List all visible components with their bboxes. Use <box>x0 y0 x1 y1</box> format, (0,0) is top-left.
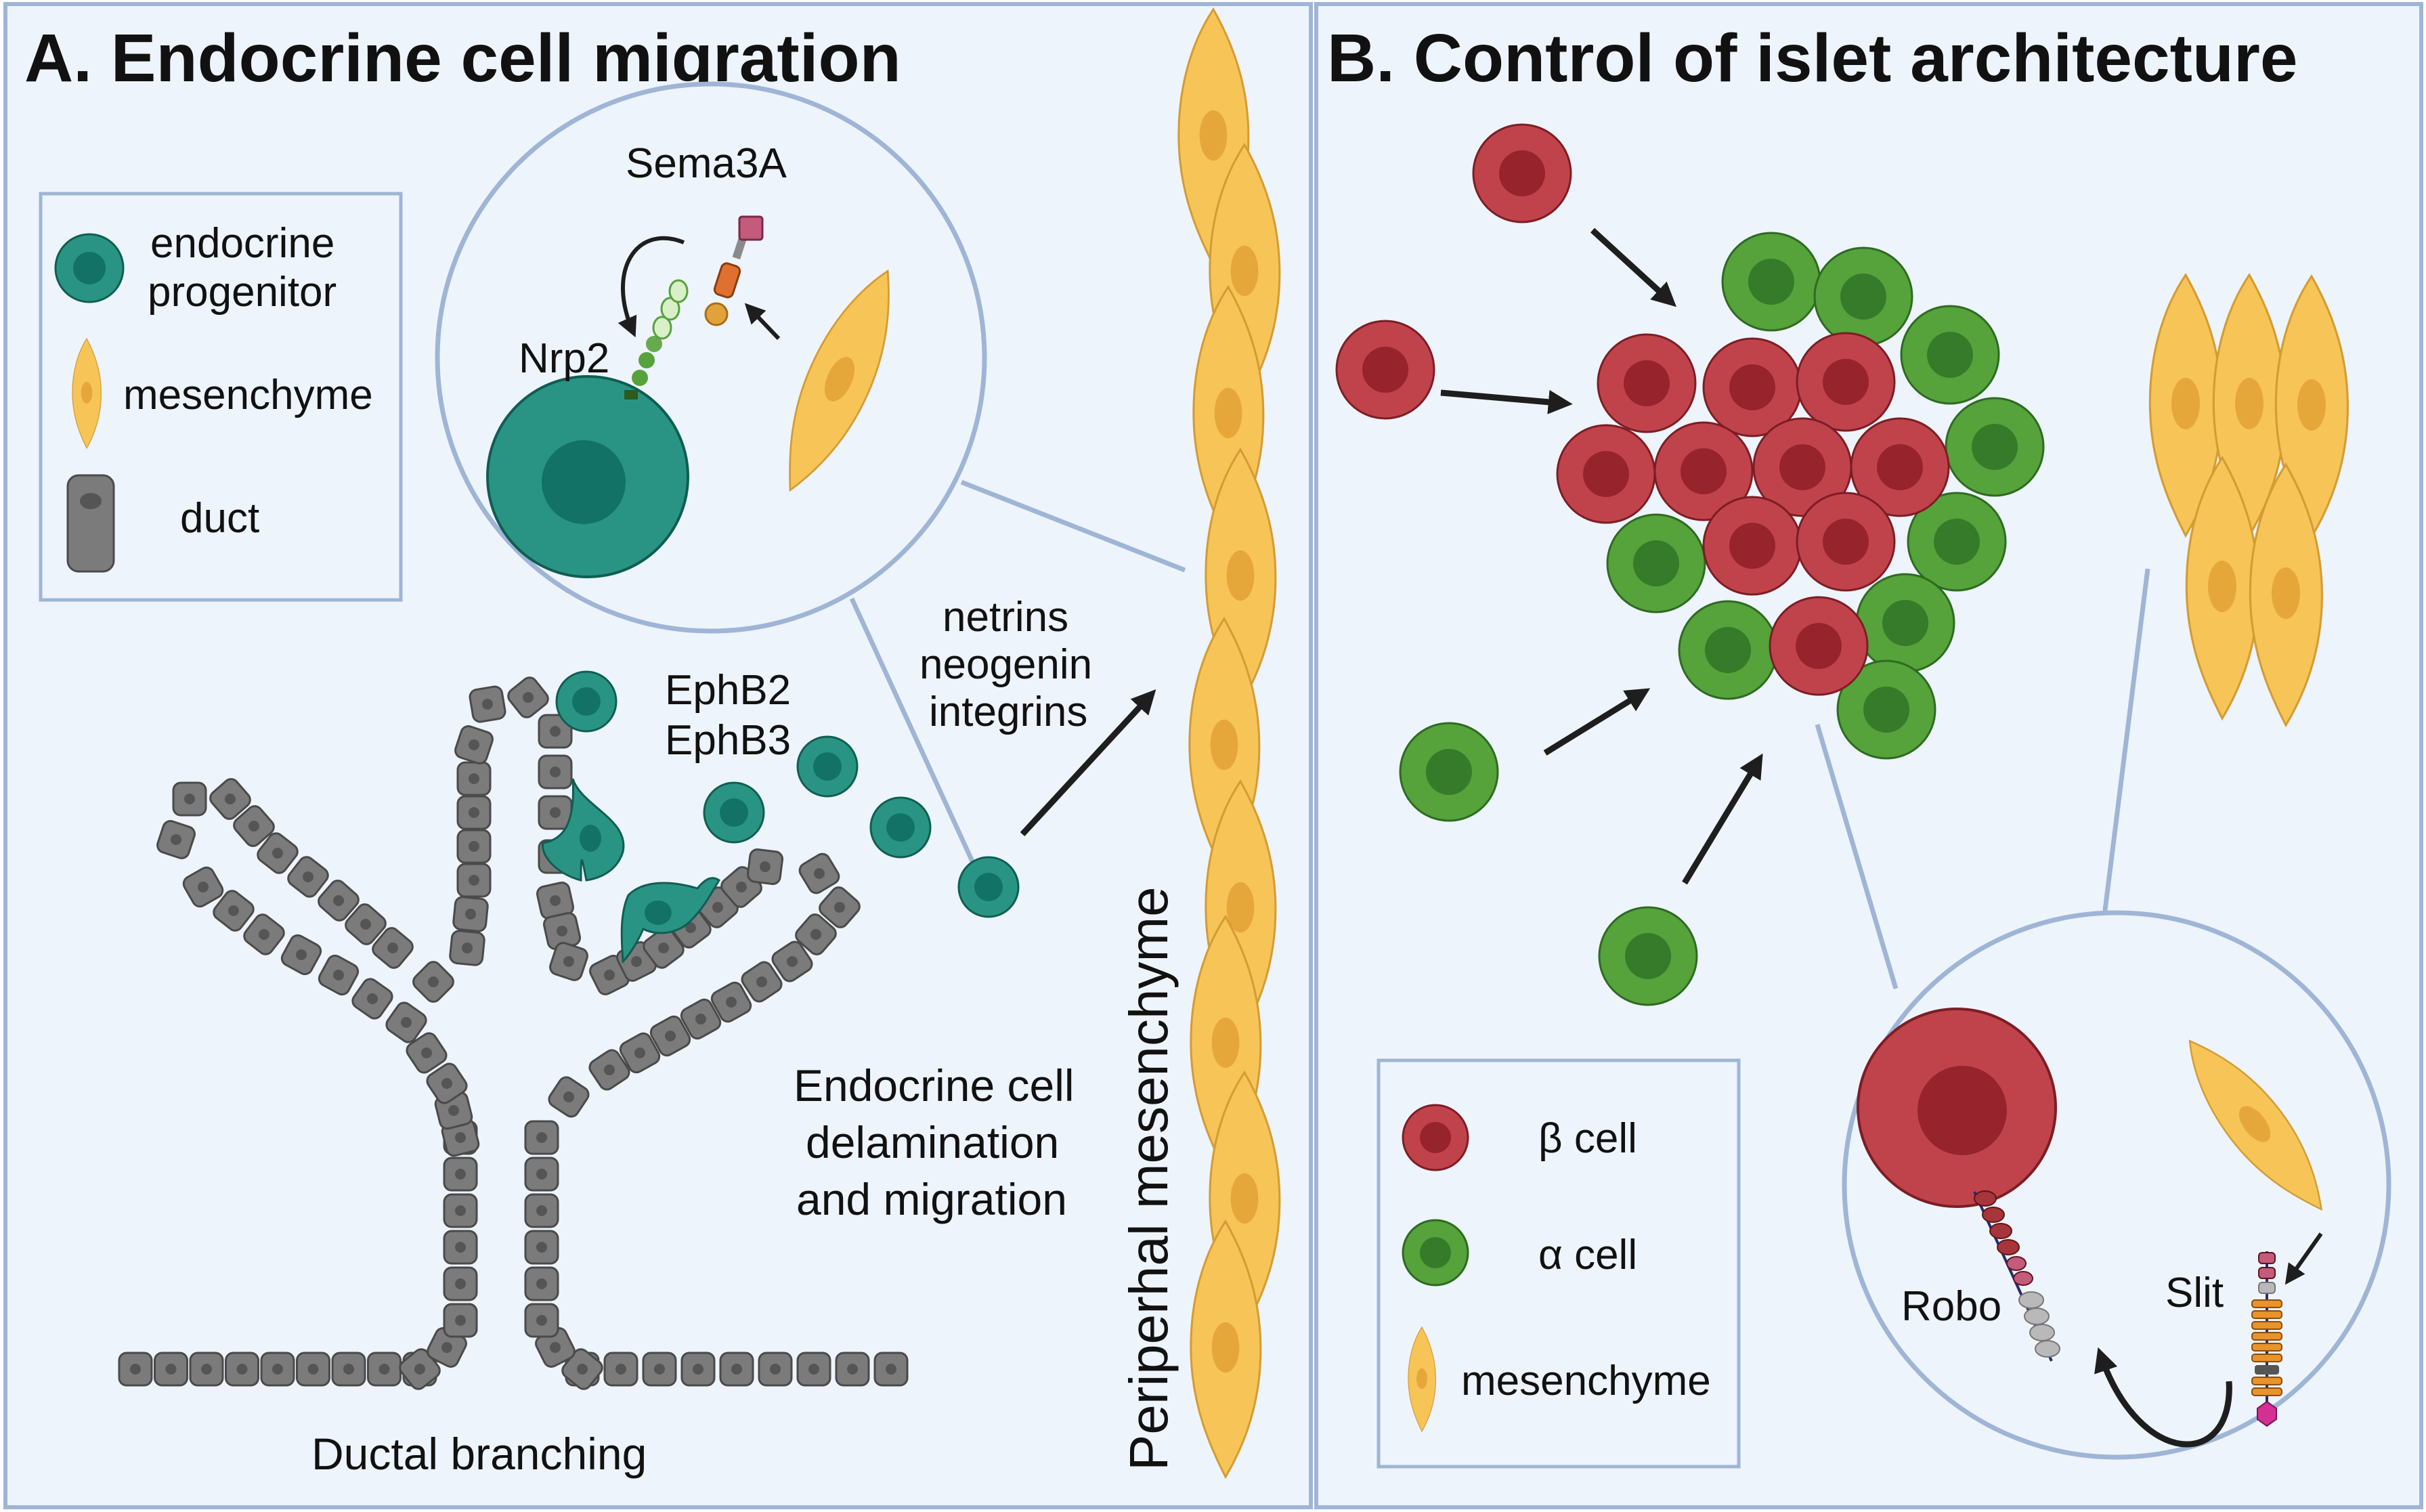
endocrine-cell-1 <box>555 670 618 733</box>
legend-endocrine-progenitor-icon <box>54 233 125 303</box>
duct-cell <box>467 684 508 725</box>
legend-alpha-icon <box>1402 1219 1469 1287</box>
migrating-beta-cell-1 <box>1472 123 1572 223</box>
duct-cell <box>260 1352 295 1387</box>
inset-a-connector-lower <box>849 597 975 863</box>
duct-cell <box>448 929 486 967</box>
migrating-alpha-cell-2 <box>1598 906 1698 1006</box>
inset-ligand-label: Sema3A <box>626 140 787 187</box>
slit-to-robo-arrow <box>2094 1347 2232 1448</box>
duct-cell <box>172 781 207 817</box>
legend-mesenchyme-b-label: mesenchyme <box>1461 1358 1711 1404</box>
duct-cell <box>524 1266 559 1301</box>
duct-cell <box>443 1266 478 1301</box>
eph-label-1: EphB2 <box>665 667 791 714</box>
inset-slit-label: Slit <box>2165 1270 2224 1316</box>
duct-cell <box>225 1352 259 1387</box>
legend-b: β cell α cell mesenchyme <box>1377 1058 1741 1469</box>
duct-cell <box>456 761 492 796</box>
duct-cell <box>154 1352 188 1387</box>
duct-cell <box>745 847 785 886</box>
duct-cell <box>456 829 492 864</box>
ductal-branching-label: Ductal branching <box>311 1429 647 1479</box>
duct-cell <box>524 1193 559 1228</box>
inset-b-connector-left <box>1815 724 1899 989</box>
duct-cell <box>719 1352 754 1387</box>
legend-duct-label: duct <box>180 495 259 542</box>
inset-beta-cell <box>1857 1008 2057 1208</box>
duct-cell <box>538 754 573 790</box>
arrow-beta-1 <box>1590 228 1676 307</box>
arrow-alpha-1 <box>1543 688 1651 756</box>
duct-cell <box>118 1352 153 1387</box>
duct-cell <box>603 1352 638 1387</box>
migration-arrow <box>1020 689 1156 837</box>
endocrine-cell-4 <box>869 796 932 859</box>
migrating-alpha-cell-1 <box>1399 722 1499 822</box>
legend-beta-icon <box>1402 1104 1469 1171</box>
inset-receptor-label: Nrp2 <box>519 335 609 382</box>
nrp2-receptor <box>624 279 689 399</box>
legend-alpha-label: α cell <box>1538 1232 1637 1278</box>
migrating-beta-cell-2 <box>1335 320 1435 420</box>
inset-b-connector-right <box>2102 568 2150 916</box>
legend-endocrine-label-1: endocrine <box>150 220 334 267</box>
duct-cell <box>758 1352 793 1387</box>
guidance-label-1: netrins <box>943 594 1068 641</box>
duct-cell <box>331 1352 366 1387</box>
duct-cell <box>873 1352 909 1387</box>
delaminating-cell-1 <box>542 778 625 882</box>
legend-duct-icon <box>66 474 115 573</box>
duct-cell <box>524 1120 559 1155</box>
inset-endocrine-cell <box>486 375 689 578</box>
duct-cell <box>189 1352 224 1387</box>
guidance-label-3: integrins <box>929 689 1087 735</box>
legend-mesenchyme-label: mesenchyme <box>123 372 373 418</box>
duct-cell <box>524 1157 559 1192</box>
delamination-label-1: Endocrine cell <box>794 1060 1075 1110</box>
duct-cell <box>367 1352 402 1387</box>
inset-secretion-arrow <box>744 303 781 341</box>
endocrine-cell-5 <box>957 856 1020 918</box>
inset-robo-slit: Robo Slit <box>1842 910 2391 1460</box>
arrow-beta-2 <box>1440 389 1573 414</box>
duct-cell <box>680 1352 716 1387</box>
duct-cell <box>524 1303 559 1338</box>
duct-cell <box>835 1352 870 1387</box>
duct-cell <box>452 895 490 933</box>
sema3a-ligand <box>704 215 764 326</box>
inset-autocrine-arrow <box>618 236 685 338</box>
peripheral-mesenchyme-label: Periperhal mesenchyme <box>1119 886 1179 1471</box>
eph-label-2: EphB3 <box>665 717 791 764</box>
endocrine-cell-3 <box>703 781 765 844</box>
duct-cell <box>456 863 492 898</box>
duct-cell <box>443 1303 478 1338</box>
guidance-label-2: neogenin <box>919 641 1092 688</box>
legend-a: endocrine progenitor mesenchyme duct <box>39 192 403 602</box>
slit-ligand <box>2251 1251 2282 1427</box>
duct-cell <box>642 1352 677 1387</box>
legend-endocrine-label-2: progenitor <box>148 269 337 316</box>
endocrine-cell-2 <box>796 735 859 798</box>
delamination-label-3: and migration <box>796 1174 1067 1224</box>
robo-receptor <box>1973 1190 2060 1362</box>
delaminating-cell-2 <box>620 877 721 964</box>
arrow-alpha-2 <box>1682 753 1763 885</box>
duct-cell <box>443 1157 478 1192</box>
duct-cell <box>456 795 492 830</box>
inset-robo-label: Robo <box>1901 1283 2001 1330</box>
duct-cell <box>443 1230 478 1265</box>
duct-cell <box>796 1352 831 1387</box>
duct-cell <box>443 1193 478 1228</box>
delamination-label-2: delamination <box>806 1117 1059 1167</box>
legend-beta-label: β cell <box>1538 1115 1637 1162</box>
panel-a-title: A. Endocrine cell migration <box>24 20 901 96</box>
slit-secretion-arrow <box>2284 1232 2323 1285</box>
inset-sema3a-nrp2: Sema3A Nrp2 <box>435 81 987 634</box>
panel-b-title: B. Control of islet architecture <box>1327 20 2298 96</box>
duct-cell <box>296 1352 330 1387</box>
inset-a-connector-upper <box>960 479 1186 573</box>
duct-cell <box>524 1230 559 1265</box>
